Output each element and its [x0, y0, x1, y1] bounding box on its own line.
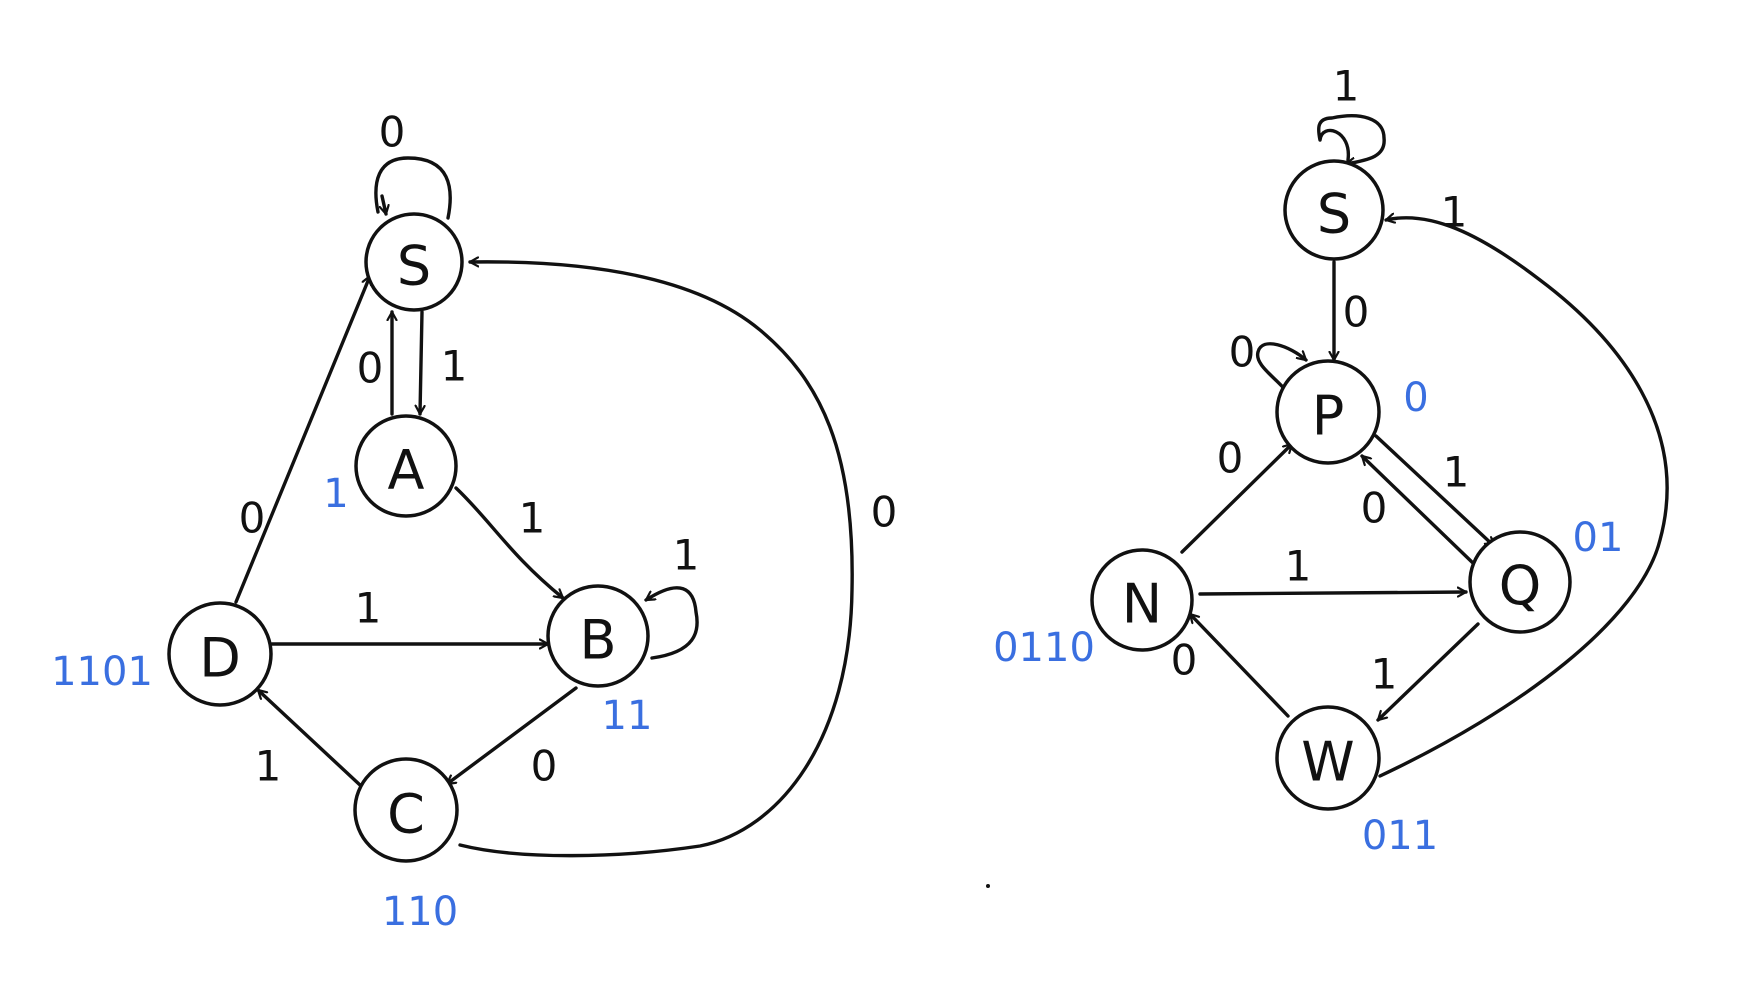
state-node-c: C	[353, 757, 459, 863]
state-label-p: P	[1312, 385, 1345, 448]
edge-label-a-to-s: 0	[357, 344, 384, 393]
state-node-p: P	[1275, 359, 1381, 465]
state-node-s-left: S	[364, 212, 464, 312]
edge-s-self-loop	[374, 156, 452, 220]
edge-w-to-s	[1378, 218, 1669, 778]
state-label-d: D	[199, 627, 241, 690]
edge-label-b-to-c: 0	[531, 742, 558, 791]
edge-b-self-loop	[644, 586, 699, 660]
edge-s-self-loop-arrow	[382, 194, 386, 216]
edge-s-self-loop-right	[1316, 114, 1386, 164]
edge-c-to-s	[458, 262, 854, 858]
output-label-d: 1101	[51, 649, 153, 695]
output-label-n: 0110	[993, 625, 1095, 671]
state-label-n: N	[1122, 573, 1162, 636]
edge-labels-left: 0 0 1 1 1 0 1 0 1 0	[239, 108, 898, 791]
edge-label-s-self: 0	[379, 108, 406, 157]
edge-a-to-b	[454, 486, 565, 600]
edge-labels-right: 1 0 0 0 1 0 1 1 0 1	[1171, 62, 1470, 699]
output-label-b: 11	[602, 693, 653, 739]
edge-label-c-to-d: 1	[255, 742, 282, 791]
state-label-b: B	[579, 609, 616, 672]
edge-w-to-n	[1188, 612, 1290, 718]
edge-label-s-to-a: 1	[441, 342, 468, 391]
state-label-c: C	[387, 783, 425, 846]
state-node-w: W	[1275, 705, 1381, 811]
edge-label-b-self: 1	[673, 531, 700, 580]
edge-label-q-to-p: 0	[1361, 484, 1388, 533]
state-node-q: Q	[1468, 530, 1572, 634]
state-node-s-right: S	[1283, 159, 1385, 261]
diagram-left: 0 0 1 1 1 0 1 0 1 0 S A B	[51, 108, 897, 936]
state-node-a: A	[354, 414, 458, 518]
stray-dot	[986, 884, 990, 888]
output-label-c: 110	[382, 889, 458, 935]
output-label-w: 011	[1362, 813, 1438, 859]
edge-label-a-to-b: 1	[519, 494, 546, 543]
output-label-q: 01	[1573, 515, 1624, 561]
edge-p-self-loop	[1256, 342, 1308, 400]
state-label-s-right: S	[1317, 183, 1351, 246]
output-label-p: 0	[1403, 375, 1428, 421]
edge-label-s-to-p: 0	[1343, 288, 1370, 337]
edge-label-p-self: 0	[1229, 328, 1256, 377]
edge-d-to-s	[234, 274, 370, 604]
edge-q-to-p	[1360, 454, 1476, 566]
edge-label-c-to-s: 0	[871, 488, 898, 537]
edge-b-to-c	[445, 686, 578, 786]
edge-label-n-to-q: 1	[1285, 542, 1312, 591]
output-annotations-left: 1 11 110 1101	[51, 471, 652, 935]
edge-label-d-to-b: 1	[355, 584, 382, 633]
state-label-s-left: S	[397, 235, 431, 298]
edges-left	[234, 156, 854, 858]
edge-label-w-to-n: 0	[1171, 636, 1198, 685]
edge-p-to-q	[1374, 434, 1496, 548]
edge-label-d-to-s: 0	[239, 494, 266, 543]
state-label-q: Q	[1499, 555, 1542, 618]
state-node-d: D	[167, 601, 273, 707]
edge-label-w-to-s: 1	[1441, 188, 1468, 237]
edge-label-s-self-right: 1	[1333, 62, 1360, 111]
edge-q-to-w	[1376, 622, 1480, 722]
nodes-left: S A B C D	[167, 212, 650, 863]
state-label-w: W	[1301, 731, 1354, 794]
edge-label-n-to-p: 0	[1217, 434, 1244, 483]
output-label-a: 1	[323, 471, 348, 517]
edge-s-to-a	[420, 310, 422, 416]
edge-label-q-to-w: 1	[1371, 650, 1398, 699]
output-annotations-right: 0 01 011 0110	[993, 375, 1623, 859]
nodes-right: S P Q N W	[1090, 159, 1572, 811]
state-node-n: N	[1090, 548, 1194, 652]
edge-n-to-p	[1180, 442, 1294, 554]
diagram-right: 1 0 0 0 1 0 1 1 0 1 S P Q	[993, 62, 1669, 859]
edge-c-to-d	[256, 688, 362, 787]
state-node-b: B	[546, 584, 650, 688]
edge-n-to-q	[1198, 592, 1468, 594]
edge-label-p-to-q: 1	[1443, 448, 1470, 497]
state-label-a: A	[388, 439, 425, 502]
edges-right	[1180, 114, 1669, 778]
